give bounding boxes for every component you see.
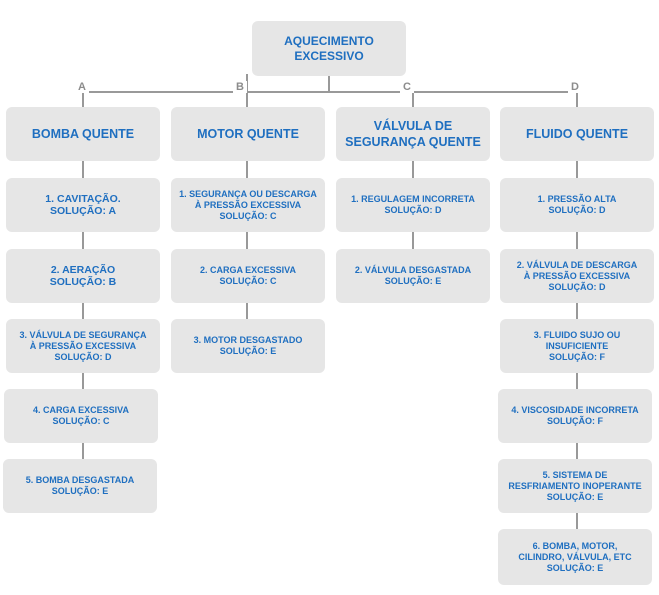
branch-d-item: 1. PRESSÃO ALTA SOLUÇÃO: D [500,178,654,232]
branch-letter-c: C [400,81,414,93]
branch-d-header: FLUIDO QUENTE [500,107,654,161]
branch-c-drop [412,92,414,108]
branch-letter-d: D [568,81,582,93]
branch-c-item: 1. REGULAGEM INCORRETA SOLUÇÃO: D [336,178,490,232]
branch-d-item: 2. VÁLVULA DE DESCARGA À PRESSÃO EXCESSI… [500,249,654,303]
branch-b-item: 2. CARGA EXCESSIVA SOLUÇÃO: C [171,249,325,303]
branch-b-header: MOTOR QUENTE [171,107,325,161]
branch-a-item: 5. BOMBA DESGASTADA SOLUÇÃO: E [3,459,157,513]
branch-d-item: 6. BOMBA, MOTOR, CILINDRO, VÁLVULA, ETC … [498,529,652,585]
root-crossbar [82,91,577,93]
branch-d-item: 3. FLUIDO SUJO OU INSUFICIENTE SOLUÇÃO: … [500,319,654,373]
branch-a-item: 2. AERAÇÃO SOLUÇÃO: B [6,249,160,303]
branch-letter-a: A [75,81,89,93]
branch-d-item: 5. SISTEMA DE RESFRIAMENTO INOPERANTE SO… [498,459,652,513]
root-stem [328,74,330,92]
root-node: AQUECIMENTO EXCESSIVO [252,21,406,76]
branch-c-item: 2. VÁLVULA DESGASTADA SOLUÇÃO: E [336,249,490,303]
branch-a-item: 1. CAVITAÇÃO. SOLUÇÃO: A [6,178,160,232]
branch-b-item: 1. SEGURANÇA OU DESCARGA À PRESSÃO EXCES… [171,178,325,232]
branch-a-item: 4. CARGA EXCESSIVA SOLUÇÃO: C [4,389,158,443]
branch-a-header: BOMBA QUENTE [6,107,160,161]
branch-b-drop [246,74,248,108]
branch-b-item: 3. MOTOR DESGASTADO SOLUÇÃO: E [171,319,325,373]
col-b-connector [246,160,248,322]
branch-a-drop [82,92,84,108]
branch-d-item: 4. VISCOSIDADE INCORRETA SOLUÇÃO: F [498,389,652,443]
branch-d-drop [576,92,578,108]
col-a-connector [82,160,84,460]
branch-letter-b: B [233,81,247,93]
branch-a-item: 3. VÁLVULA DE SEGURANÇA À PRESSÃO EXCESS… [6,319,160,373]
branch-c-header: VÁLVULA DE SEGURANÇA QUENTE [336,107,490,161]
